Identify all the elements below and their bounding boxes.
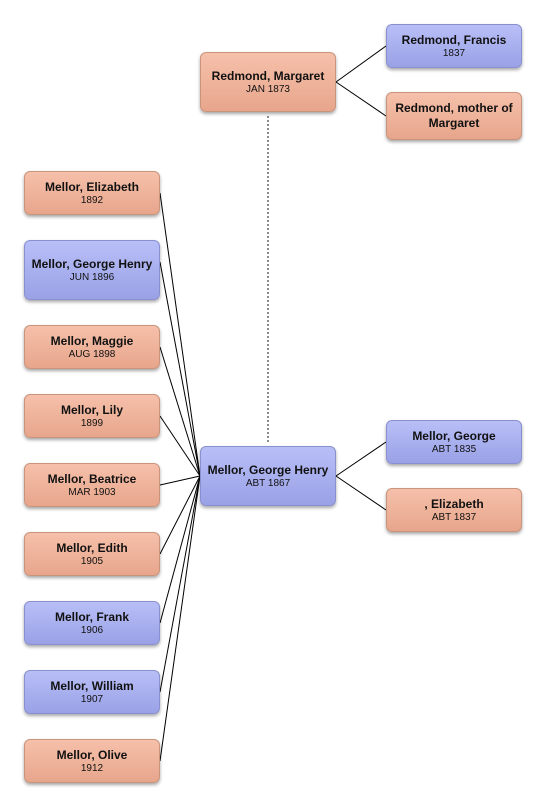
person-date: ABT 1835 (431, 443, 477, 455)
person-name: Redmond, Margaret (211, 68, 325, 83)
parent-line (335, 45, 387, 83)
person-name: , Elizabeth (424, 496, 484, 511)
person-date: 1907 (80, 693, 104, 705)
person-date: AUG 1898 (68, 348, 116, 360)
person-name: Mellor, Lily (60, 402, 123, 417)
person-date: 1912 (80, 762, 104, 774)
person-node-spouse[interactable]: Redmond, Margaret JAN 1873 (200, 52, 336, 112)
person-date: MAR 1903 (68, 486, 116, 498)
person-name: Mellor, Elizabeth (44, 179, 140, 194)
child-node[interactable]: Mellor, Olive 1912 (24, 739, 160, 783)
person-date: JUN 1896 (69, 271, 115, 283)
child-node[interactable]: Mellor, Elizabeth 1892 (24, 171, 160, 215)
person-node-spouse-father[interactable]: Redmond, Francis 1837 (386, 24, 522, 68)
child-line (159, 346, 201, 477)
person-date: 1899 (80, 417, 104, 429)
child-node[interactable]: Mellor, Beatrice MAR 1903 (24, 463, 160, 507)
person-name: Mellor, George Henry (31, 256, 153, 271)
person-name: Redmond, Francis (401, 32, 507, 47)
child-line (159, 475, 201, 762)
child-line (159, 415, 201, 477)
person-node-spouse-mother[interactable]: Redmond, mother of Margaret (386, 92, 522, 140)
person-date: 1906 (80, 624, 104, 636)
person-name: Mellor, George Henry (207, 462, 329, 477)
person-name: Mellor, Edith (56, 540, 128, 555)
person-date: ABT 1837 (431, 511, 477, 523)
parent-line (335, 441, 387, 477)
parent-line (335, 475, 387, 511)
child-line (159, 475, 201, 555)
child-node[interactable]: Mellor, Edith 1905 (24, 532, 160, 576)
person-date: JAN 1873 (246, 83, 290, 95)
child-line (159, 261, 201, 477)
person-name: Redmond, mother of Margaret (395, 101, 513, 130)
person-date: 1905 (80, 555, 104, 567)
child-node[interactable]: Mellor, Lily 1899 (24, 394, 160, 438)
person-date: ABT 1867 (245, 477, 291, 489)
child-line (159, 475, 201, 693)
parent-line (335, 81, 387, 117)
person-name: Mellor, George (412, 428, 496, 443)
person-date: 1892 (80, 194, 104, 206)
person-name: Mellor, Maggie (50, 333, 134, 348)
person-name: Mellor, William (50, 678, 134, 693)
person-node-father[interactable]: Mellor, George ABT 1835 (386, 420, 522, 464)
person-name: Mellor, Beatrice (47, 471, 137, 486)
child-line (159, 475, 201, 486)
child-line (159, 475, 201, 624)
person-node-mother[interactable]: , Elizabeth ABT 1837 (386, 488, 522, 532)
child-line (159, 192, 201, 477)
child-node[interactable]: Mellor, William 1907 (24, 670, 160, 714)
child-node[interactable]: Mellor, Frank 1906 (24, 601, 160, 645)
person-node-center[interactable]: Mellor, George Henry ABT 1867 (200, 446, 336, 506)
child-node[interactable]: Mellor, Maggie AUG 1898 (24, 325, 160, 369)
child-node[interactable]: Mellor, George Henry JUN 1896 (24, 240, 160, 300)
person-date: 1837 (442, 47, 466, 59)
person-name: Mellor, Frank (54, 609, 130, 624)
person-name: Mellor, Olive (56, 747, 128, 762)
